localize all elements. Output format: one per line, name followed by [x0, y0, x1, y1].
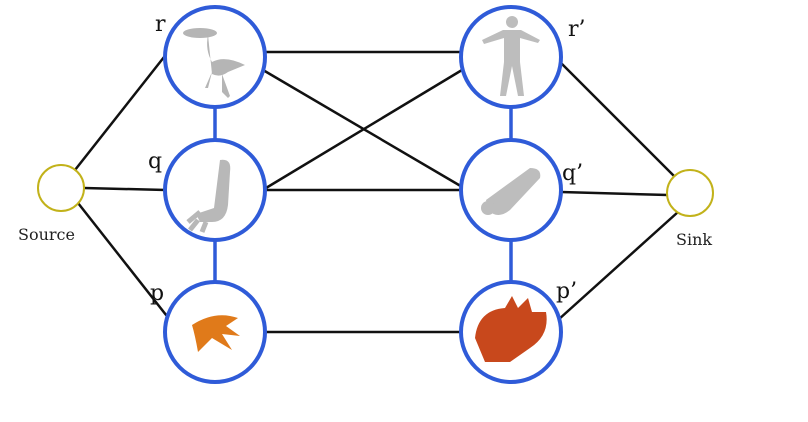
arm-hand-model-icon [481, 168, 541, 215]
edge-rprime-sink [559, 61, 677, 179]
edge-pprime-sink [557, 211, 679, 321]
label-p: p [150, 281, 164, 306]
edge-source-r [74, 51, 169, 171]
label-r: r [155, 12, 166, 37]
edge-qprime-sink [560, 190, 669, 197]
sink-label: Sink [676, 230, 712, 249]
human-model-icon [482, 16, 540, 96]
edge-source-p [77, 202, 171, 321]
orange-claw-model-icon [192, 315, 240, 352]
edge-q-rprime [265, 68, 463, 190]
bird-model-icon [183, 28, 245, 98]
sink-node [666, 169, 714, 217]
vertical-links [213, 107, 513, 282]
red-hand-model-icon [475, 296, 547, 362]
source-label: Source [18, 225, 75, 244]
source-node [37, 164, 85, 212]
arm-claw-model-icon [186, 159, 231, 233]
node-r [163, 5, 267, 109]
node-q [163, 138, 267, 242]
label-pprime: p’ [556, 279, 577, 304]
label-rprime: r’ [568, 17, 586, 42]
label-q: q [148, 149, 162, 174]
edge-source-q [83, 186, 167, 192]
label-qprime: q’ [562, 161, 583, 186]
edges [74, 50, 679, 334]
